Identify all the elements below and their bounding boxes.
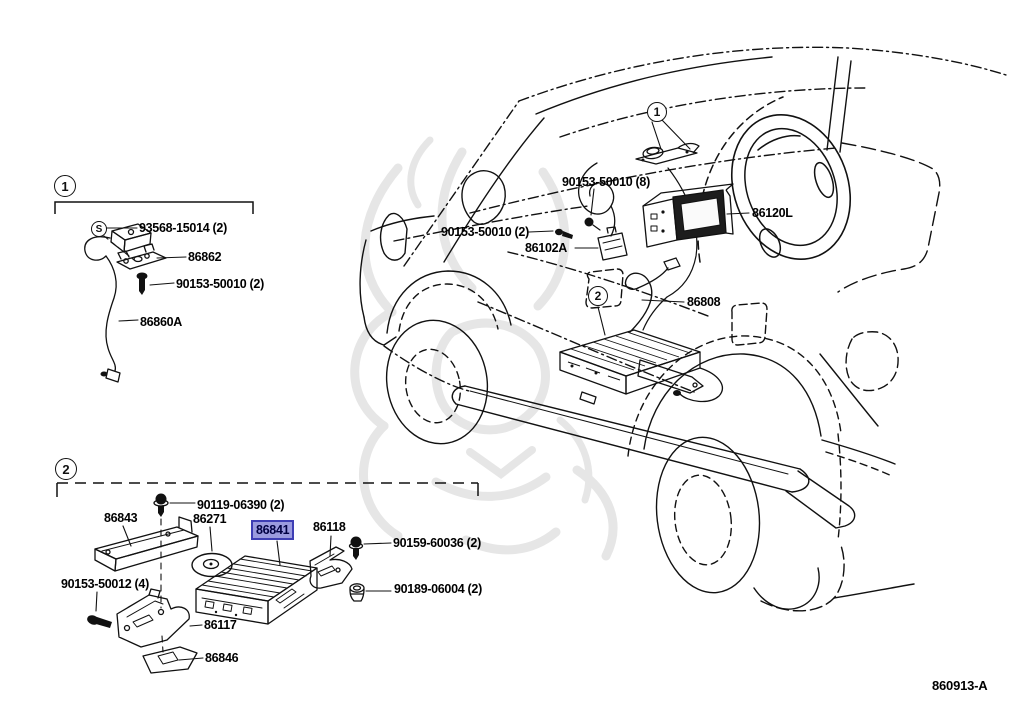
antenna-cable bbox=[84, 236, 111, 261]
group2-callout-number: 2 bbox=[62, 461, 70, 477]
front-wheel bbox=[385, 319, 489, 445]
bracket-86843 bbox=[94, 526, 199, 560]
radio-unit-drawing bbox=[642, 183, 734, 248]
part-label-90119-06390[interactable]: 90119-06390 (2) bbox=[197, 498, 285, 512]
part-label-86117[interactable]: 86117 bbox=[204, 618, 237, 632]
part-label-86841-highlighted[interactable]: 86841 bbox=[251, 520, 295, 540]
screw bbox=[136, 272, 148, 280]
vehicle-callout1-number: 1 bbox=[653, 105, 661, 119]
pad-86846 bbox=[142, 646, 198, 674]
part-label-86120L[interactable]: 86120L bbox=[752, 206, 793, 220]
side-mirror bbox=[461, 170, 506, 225]
steering-wheel-drawing bbox=[697, 96, 852, 263]
part-label-86860A[interactable]: 86860A bbox=[140, 315, 182, 329]
vehicle-line-art bbox=[359, 46, 1007, 612]
running-board bbox=[464, 385, 801, 470]
part-label-90153-50010-8[interactable]: 90153-50010 (8) bbox=[562, 175, 650, 189]
b-pillar-line bbox=[826, 56, 839, 151]
part-label-86102A[interactable]: 86102A bbox=[525, 241, 567, 255]
roof-line bbox=[518, 46, 1007, 102]
fastener-s-symbol: S bbox=[95, 223, 103, 235]
part-label-86846[interactable]: 86846 bbox=[205, 651, 239, 665]
vehicle-callout1-circle: 1 bbox=[647, 102, 667, 122]
door-panel bbox=[837, 142, 941, 293]
group1-callout-number: 1 bbox=[61, 178, 69, 194]
fastener-s-circle: S bbox=[91, 221, 107, 237]
screw-90153-50012 bbox=[87, 615, 99, 625]
watermark-graphic bbox=[350, 136, 618, 561]
screw-dot bbox=[584, 217, 594, 227]
rear-wheel-arch bbox=[627, 335, 842, 457]
part-label-90153-50010-2[interactable]: 90153-50010 (2) bbox=[441, 225, 529, 239]
part-label-90189-06004[interactable]: 90189-06004 (2) bbox=[394, 582, 482, 596]
rear-wheel bbox=[655, 436, 761, 594]
a-pillar-line bbox=[403, 100, 520, 267]
screw-90159 bbox=[350, 536, 362, 548]
group1-callout-circle: 1 bbox=[54, 175, 76, 197]
grommet-90189 bbox=[349, 583, 365, 593]
part-label-90153-50010-g1[interactable]: 90153-50010 (2) bbox=[176, 277, 264, 291]
front-wheel-arch bbox=[386, 270, 512, 334]
part-label-86808[interactable]: 86808 bbox=[687, 295, 721, 309]
part-label-86843[interactable]: 86843 bbox=[104, 511, 138, 525]
part-label-86118[interactable]: 86118 bbox=[313, 520, 346, 534]
headlight bbox=[379, 212, 408, 261]
screw-side bbox=[562, 231, 573, 239]
harness-drawing bbox=[555, 162, 628, 261]
vehicle-callout2-circle: 2 bbox=[588, 286, 608, 306]
amplifier-drawing bbox=[559, 329, 724, 405]
vehicle-callout2-number: 2 bbox=[594, 289, 602, 303]
group1-bracket bbox=[54, 201, 254, 214]
group2-callout-circle: 2 bbox=[55, 458, 77, 480]
part-label-86862[interactable]: 86862 bbox=[188, 250, 222, 264]
drawing-number: 860913-A bbox=[932, 678, 988, 693]
group2-bracket bbox=[56, 482, 479, 497]
part-label-86271[interactable]: 86271 bbox=[193, 512, 227, 526]
bracket-86117 bbox=[116, 594, 190, 648]
belt-line bbox=[469, 147, 837, 214]
part-label-90153-50012[interactable]: 90153-50012 (4) bbox=[61, 577, 149, 591]
dash-antenna-drawing bbox=[635, 142, 700, 165]
part-label-93568-15014[interactable]: 93568-15014 (2) bbox=[139, 221, 227, 235]
bracket-86118 bbox=[309, 546, 353, 589]
group2-assembly-drawing bbox=[87, 493, 365, 674]
part-label-90159-60036[interactable]: 90159-60036 (2) bbox=[393, 536, 481, 550]
amp-cable-drawing bbox=[624, 257, 681, 333]
screw-90119 bbox=[155, 493, 167, 505]
group1-assembly-drawing bbox=[84, 223, 167, 383]
leader-lines bbox=[95, 119, 750, 661]
